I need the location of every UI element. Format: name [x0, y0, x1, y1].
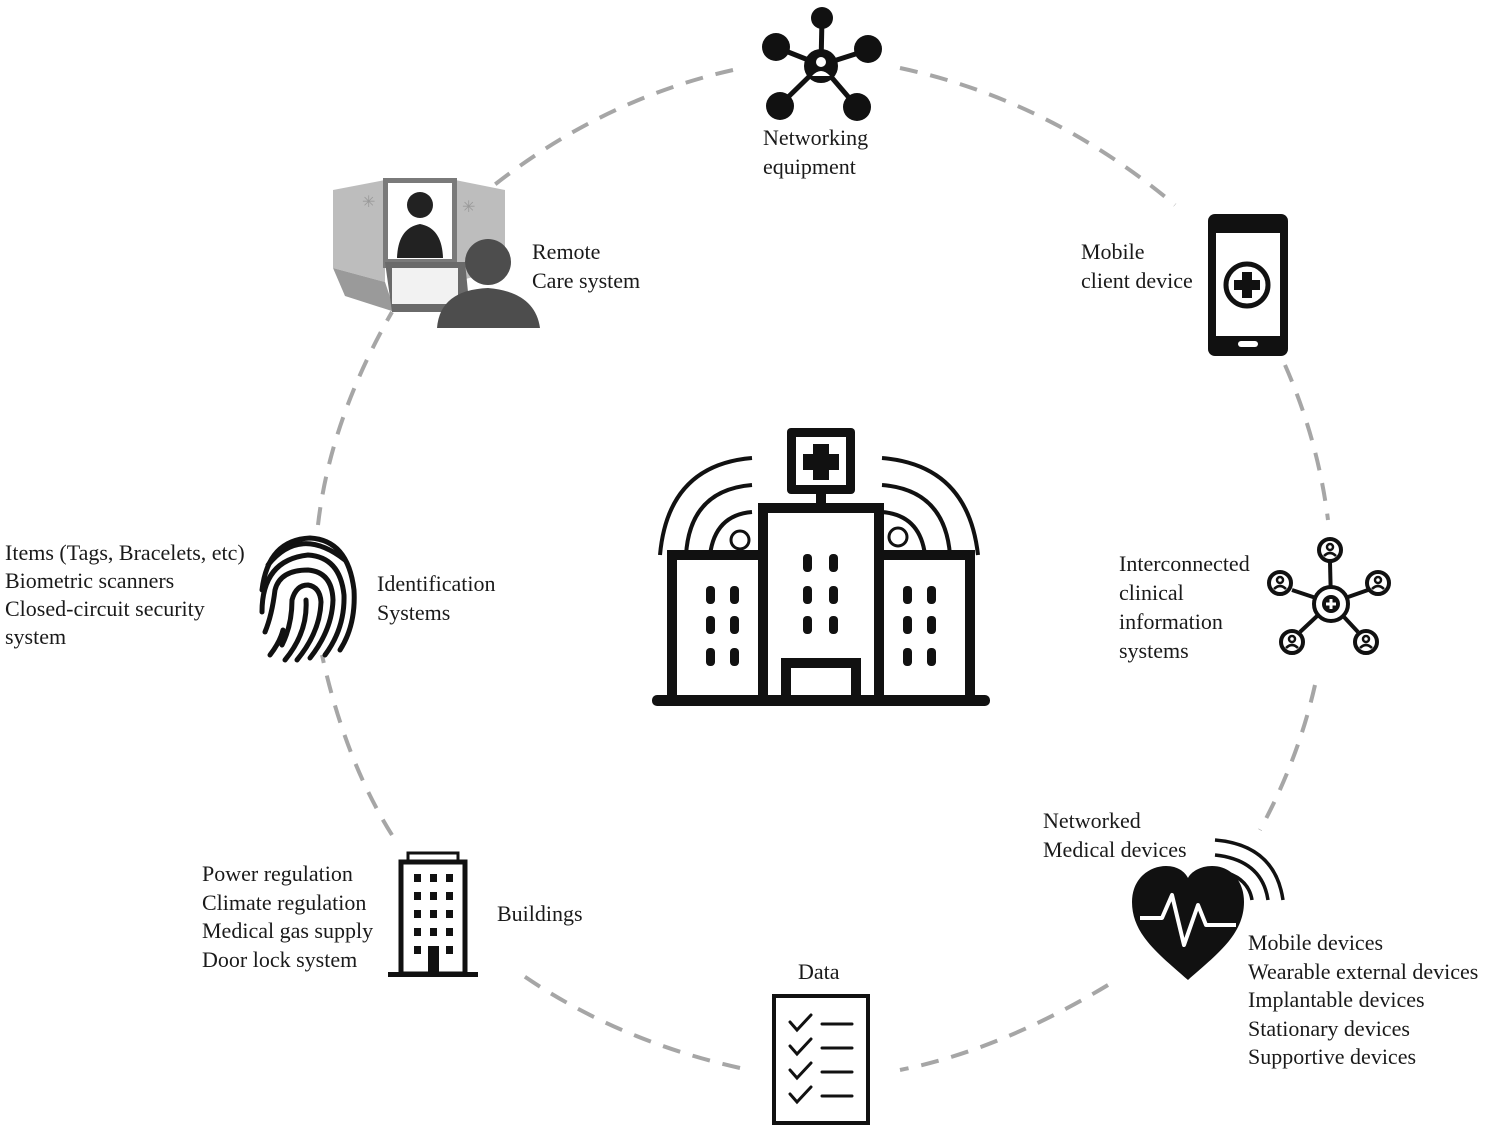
identification-item: Biometric scanners [5, 568, 175, 593]
remote-care-label-line: Care system [532, 268, 641, 293]
clinical-info-label: Interconnected clinical information syst… [1119, 549, 1250, 665]
mobile-client-label-line: Mobile [1081, 239, 1145, 264]
buildings-item: Power regulation [202, 861, 353, 886]
svg-text:✳: ✳ [362, 194, 375, 211]
identification-item: Closed-circuit security [5, 596, 205, 621]
fingerprint-icon [259, 535, 357, 663]
medical-device-item: Implantable devices [1248, 987, 1425, 1012]
networking-label-line: equipment [763, 154, 856, 179]
buildings-item: Medical gas supply [202, 918, 374, 943]
identification-item: Items (Tags, Bracelets, etc) [5, 540, 245, 565]
buildings-label: Buildings [497, 899, 583, 928]
identification-item: system [5, 624, 67, 649]
remote-care-label-line: Remote [532, 239, 601, 264]
medical-device-item: Wearable external devices [1248, 958, 1479, 984]
mobile-client-label: Mobile client device [1081, 237, 1193, 295]
medical-devices-label: Networked Medical devices [1043, 806, 1187, 864]
identification-label-line: Identification [377, 571, 496, 596]
medical-devices-label-line: Medical devices [1043, 837, 1187, 862]
clinical-network-icon [1267, 537, 1391, 655]
identification-items-list: Items (Tags, Bracelets, etc) Biometric s… [5, 539, 245, 651]
network-hub-icon [762, 7, 882, 121]
office-building-icon [388, 851, 478, 977]
telehealth-kiosk-icon: ✳ ✳ [333, 178, 540, 328]
buildings-item: Door lock system [202, 946, 358, 972]
networking-label-line: Networking [763, 125, 869, 150]
clinical-info-label-line: clinical [1119, 580, 1184, 605]
clinical-info-label-line: Interconnected [1119, 551, 1250, 576]
buildings-item: Climate regulation [202, 889, 367, 915]
networking-label: Networking equipment [763, 123, 868, 181]
connected-hospital-icon [652, 428, 990, 706]
dashed-ring [316, 66, 1330, 1072]
clinical-info-label-line: systems [1119, 638, 1189, 663]
medical-device-item: Stationary devices [1248, 1015, 1410, 1041]
identification-label-line: Systems [377, 600, 451, 625]
buildings-items-list: Power regulation Climate regulation Medi… [202, 860, 373, 974]
heart-pulse-icon [1132, 838, 1285, 980]
medical-devices-label-line: Networked [1043, 808, 1141, 833]
medical-device-item: Mobile devices [1248, 930, 1384, 955]
buildings-label-line: Buildings [497, 901, 583, 926]
svg-text:✳: ✳ [462, 199, 475, 216]
data-label: Data [798, 957, 840, 986]
identification-label: Identification Systems [377, 569, 496, 627]
data-label-line: Data [798, 959, 840, 984]
smartphone-medical-icon [1208, 214, 1288, 356]
checklist-icon [772, 994, 870, 1125]
medical-devices-items-list: Mobile devices Wearable external devices… [1248, 929, 1478, 1072]
mobile-client-label-line: client device [1081, 268, 1193, 293]
clinical-info-label-line: information [1119, 609, 1223, 634]
medical-device-item: Supportive devices [1248, 1044, 1417, 1069]
remote-care-label: Remote Care system [532, 237, 640, 295]
